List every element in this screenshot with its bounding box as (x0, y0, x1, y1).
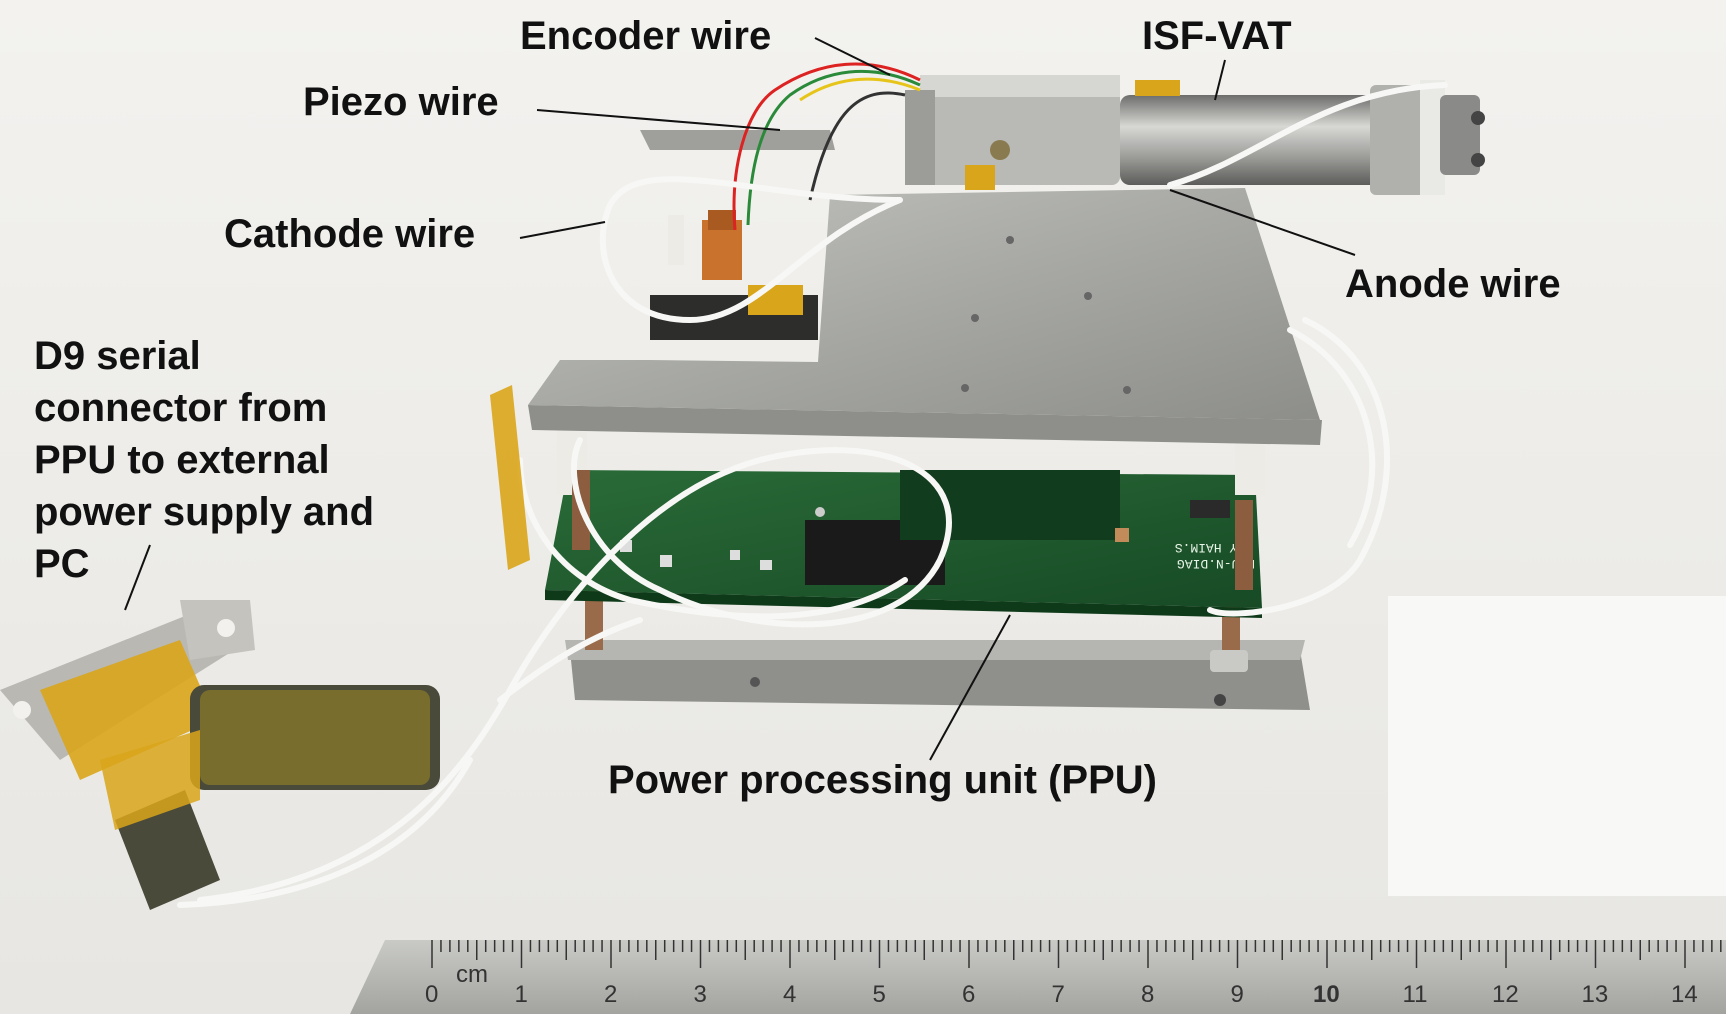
encoder-wire-label: Encoder wire (520, 14, 772, 58)
base-plate (565, 640, 1310, 710)
ruler-number: 10 (1313, 981, 1340, 1008)
d9-label-line-3: PPU to external (34, 438, 330, 482)
ppu-label: Power processing unit (PPU) (608, 758, 1157, 802)
d9-label-line-4: power supply and (34, 490, 375, 534)
ruler-number: 6 (962, 981, 975, 1008)
ruler-number: 14 (1671, 981, 1698, 1008)
ruler-number: 2 (604, 981, 617, 1008)
ruler-number: 4 (783, 981, 796, 1008)
white-wires (177, 82, 1448, 908)
d9-label-line-1: D9 serial (34, 334, 201, 378)
ruler-number: 7 (1052, 981, 1065, 1008)
pcb-connector (668, 210, 803, 315)
isf-vat-label: ISF-VAT (1142, 14, 1292, 58)
kapton-strip (490, 385, 530, 570)
ruler-number: 3 (694, 981, 707, 1008)
ruler-number: 13 (1582, 981, 1609, 1008)
encoder-wires (732, 62, 921, 231)
ruler-number: 1 (515, 981, 528, 1008)
ruler-number: 8 (1141, 981, 1154, 1008)
piezo-wire-label: Piezo wire (303, 80, 499, 124)
d9-label-line-5: PC (34, 542, 90, 586)
leader-lines (124, 37, 1356, 761)
pcb-marking-line-2: BY HAIM.S (1175, 540, 1245, 555)
d9-connector-label: D9 serial connector from PPU to external… (34, 330, 374, 590)
ruler-unit: cm (456, 961, 488, 988)
ruler-number: 12 (1492, 981, 1519, 1008)
d9-label-line-2: connector from (34, 386, 328, 430)
cathode-wire-label: Cathode wire (224, 212, 476, 256)
ruler-number: 11 (1403, 981, 1428, 1008)
ruler-number: 9 (1231, 981, 1244, 1008)
anode-wire-label: Anode wire (1345, 262, 1561, 306)
pcb-board: PPU-N.DIAG BY HAIM.S (545, 470, 1262, 618)
ruler-number: 5 (873, 981, 886, 1008)
ruler-number: 0 (425, 981, 438, 1008)
white-patch (1388, 596, 1726, 896)
top-plate (528, 130, 1322, 445)
d9-connector (0, 600, 440, 910)
